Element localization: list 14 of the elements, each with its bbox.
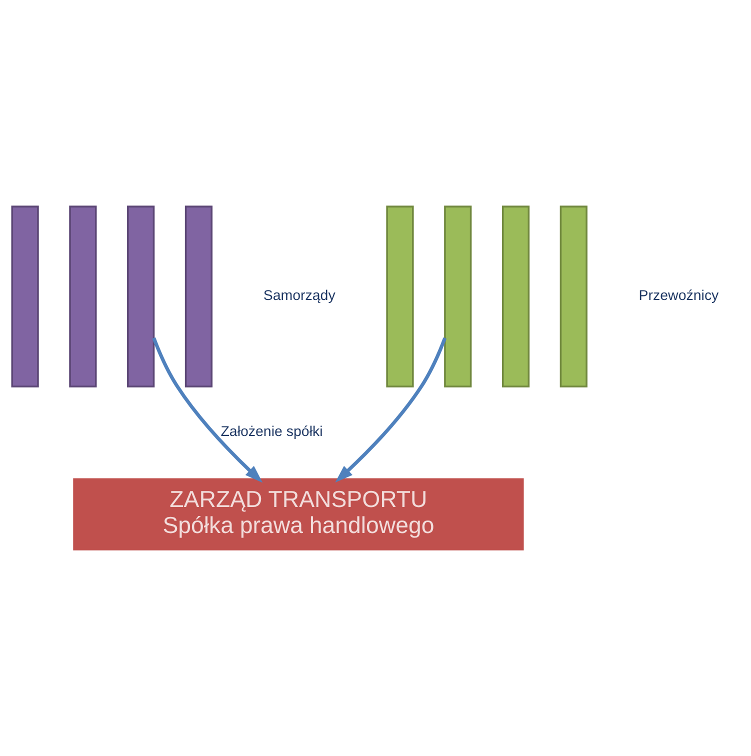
edge-label: Założenie spółki	[220, 424, 323, 440]
node-bar	[184, 206, 213, 388]
node-bar	[386, 206, 414, 388]
arrow	[335, 337, 447, 483]
node-bar	[502, 206, 530, 388]
node-bar	[69, 206, 97, 388]
node-box: ZARZĄD TRANSPORTU Spółka prawa handlowego	[73, 478, 524, 550]
node-bar	[560, 206, 588, 388]
arrow	[152, 337, 263, 483]
node-text: Przewoźnicy	[638, 288, 719, 304]
node-bar	[127, 206, 155, 388]
node-bar	[11, 206, 39, 388]
node-text: Samorządy	[263, 288, 336, 304]
node-bar	[444, 206, 472, 388]
